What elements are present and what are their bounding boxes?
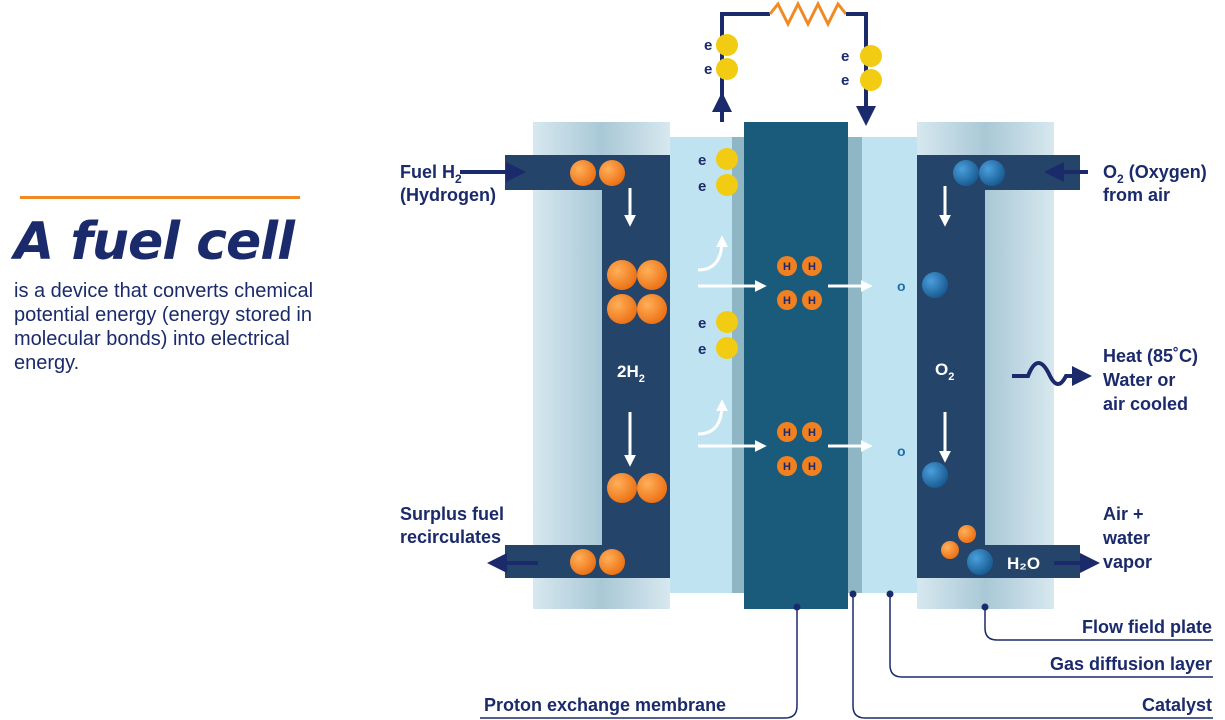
page-description: is a device that converts chemical poten… bbox=[14, 280, 314, 374]
air-label-line1: Air + bbox=[1103, 504, 1144, 524]
accent-divider bbox=[20, 196, 300, 199]
cathode-o2-label: O2 bbox=[935, 360, 954, 383]
svg-text:o: o bbox=[897, 278, 906, 294]
water-label: H₂O bbox=[1007, 554, 1040, 573]
circuit-wire-left bbox=[720, 12, 770, 114]
air-label-line2: water bbox=[1102, 528, 1150, 548]
circuit-electrons: e e e e bbox=[704, 34, 882, 91]
svg-text:e: e bbox=[698, 152, 706, 169]
anode-h2-label: 2H2 bbox=[617, 362, 645, 385]
protons: H H H H H H H H bbox=[777, 256, 822, 476]
legend-flow-field-plate: Flow field plate bbox=[1082, 617, 1212, 637]
heat-label-line2: Water or bbox=[1103, 370, 1175, 390]
fuel-input-label-sub: (Hydrogen) bbox=[400, 185, 496, 205]
legend-proton-exchange-membrane: Proton exchange membrane bbox=[484, 695, 726, 715]
anode-channel bbox=[505, 155, 670, 578]
legend-dots bbox=[793, 590, 989, 611]
heat-label-line1: Heat (85˚C) bbox=[1103, 346, 1198, 366]
surplus-label-line2: recirculates bbox=[400, 527, 501, 547]
anode-catalyst-layer bbox=[732, 137, 744, 593]
cathode-catalyst-layer bbox=[848, 137, 862, 593]
oxygen-molecules: o o bbox=[897, 160, 1005, 575]
svg-text:H: H bbox=[783, 427, 791, 439]
anode-gas-diffusion-layer bbox=[670, 137, 744, 593]
cathode-gas-diffusion-layer bbox=[862, 137, 917, 593]
resistor-icon bbox=[768, 0, 848, 28]
air-label-line3: vapor bbox=[1103, 552, 1152, 572]
legend-catalyst: Catalyst bbox=[1142, 695, 1212, 715]
oxygen-input-label: O2 (Oxygen) bbox=[1103, 162, 1207, 186]
intro-panel: A fuel cell is a device that converts ch… bbox=[14, 196, 314, 375]
svg-text:e: e bbox=[841, 48, 849, 65]
svg-text:H: H bbox=[808, 427, 816, 439]
svg-text:H: H bbox=[783, 261, 791, 273]
gas-layer-electrons: e e e e bbox=[698, 148, 738, 359]
proton-exchange-membrane bbox=[744, 122, 848, 609]
oxygen-input-label-sub: from air bbox=[1103, 185, 1170, 205]
svg-text:e: e bbox=[698, 178, 706, 195]
svg-text:e: e bbox=[698, 341, 706, 358]
svg-text:H: H bbox=[808, 461, 816, 473]
svg-text:H: H bbox=[783, 295, 791, 307]
svg-text:o: o bbox=[897, 443, 906, 459]
heat-label-line3: air cooled bbox=[1103, 394, 1188, 414]
surplus-label-line1: Surplus fuel bbox=[400, 504, 504, 524]
svg-text:e: e bbox=[841, 72, 849, 89]
svg-text:H: H bbox=[808, 261, 816, 273]
cathode-channel bbox=[917, 155, 1080, 578]
page-title: A fuel cell bbox=[14, 212, 295, 272]
svg-text:H: H bbox=[783, 461, 791, 473]
svg-text:e: e bbox=[704, 37, 712, 54]
svg-text:e: e bbox=[698, 315, 706, 332]
legend-gas-diffusion-layer: Gas diffusion layer bbox=[1050, 654, 1212, 674]
internal-flow-arrows bbox=[624, 186, 951, 467]
svg-text:e: e bbox=[704, 61, 712, 78]
fuel-input-label: Fuel H2 bbox=[400, 162, 462, 186]
heat-wave-icon bbox=[1012, 361, 1092, 386]
hydrogen-molecules bbox=[570, 160, 667, 575]
svg-text:H: H bbox=[808, 295, 816, 307]
legend-leader-lines bbox=[480, 594, 1213, 719]
